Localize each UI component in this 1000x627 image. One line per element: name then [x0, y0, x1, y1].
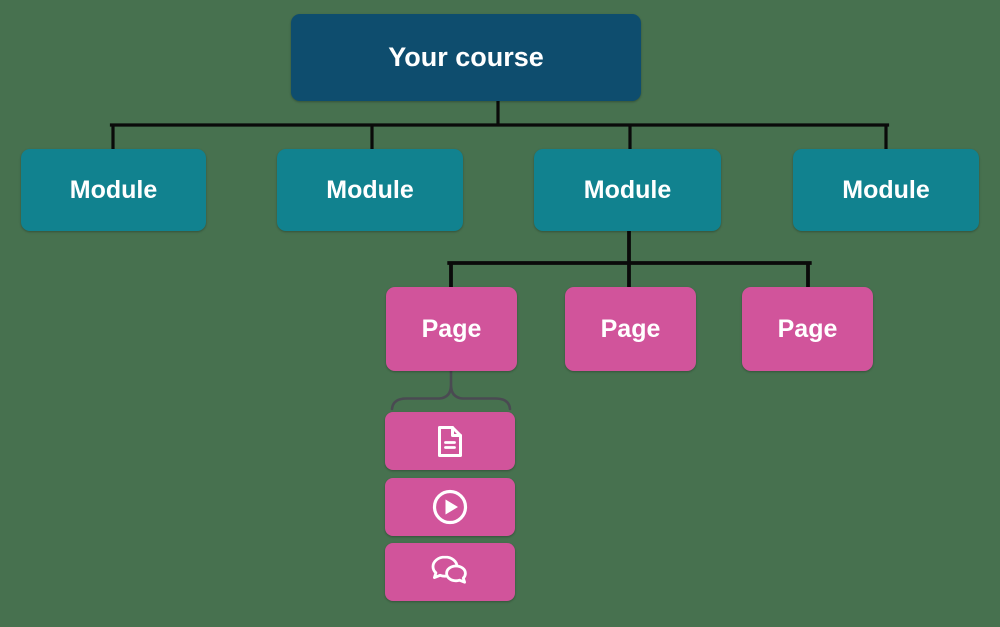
page-label: Page	[421, 314, 482, 343]
module-label: Module	[326, 175, 414, 204]
content-node-video	[385, 478, 515, 536]
content-node-document	[385, 412, 515, 470]
module-node-2: Module	[277, 149, 463, 231]
page-to-content-brace	[390, 369, 512, 411]
page-node-3: Page	[742, 287, 873, 371]
document-icon	[438, 425, 462, 457]
module-node-1: Module	[21, 149, 206, 231]
page-node-1: Page	[386, 287, 517, 371]
module-to-pages-connector	[447, 228, 812, 291]
module-label: Module	[842, 175, 930, 204]
module-label: Module	[69, 175, 158, 204]
course-label: Your course	[388, 42, 544, 72]
play-icon	[432, 489, 468, 525]
module-node-3: Module	[534, 149, 721, 231]
chat-icon	[431, 555, 467, 584]
content-node-discussion	[385, 543, 515, 601]
module-node-4: Module	[793, 149, 979, 231]
page-node-2: Page	[565, 287, 696, 371]
module-label: Module	[583, 175, 672, 204]
page-label: Page	[777, 314, 838, 343]
page-label: Page	[600, 314, 661, 343]
course-to-modules-connector	[109, 98, 890, 153]
course-node: Your course	[291, 14, 641, 101]
